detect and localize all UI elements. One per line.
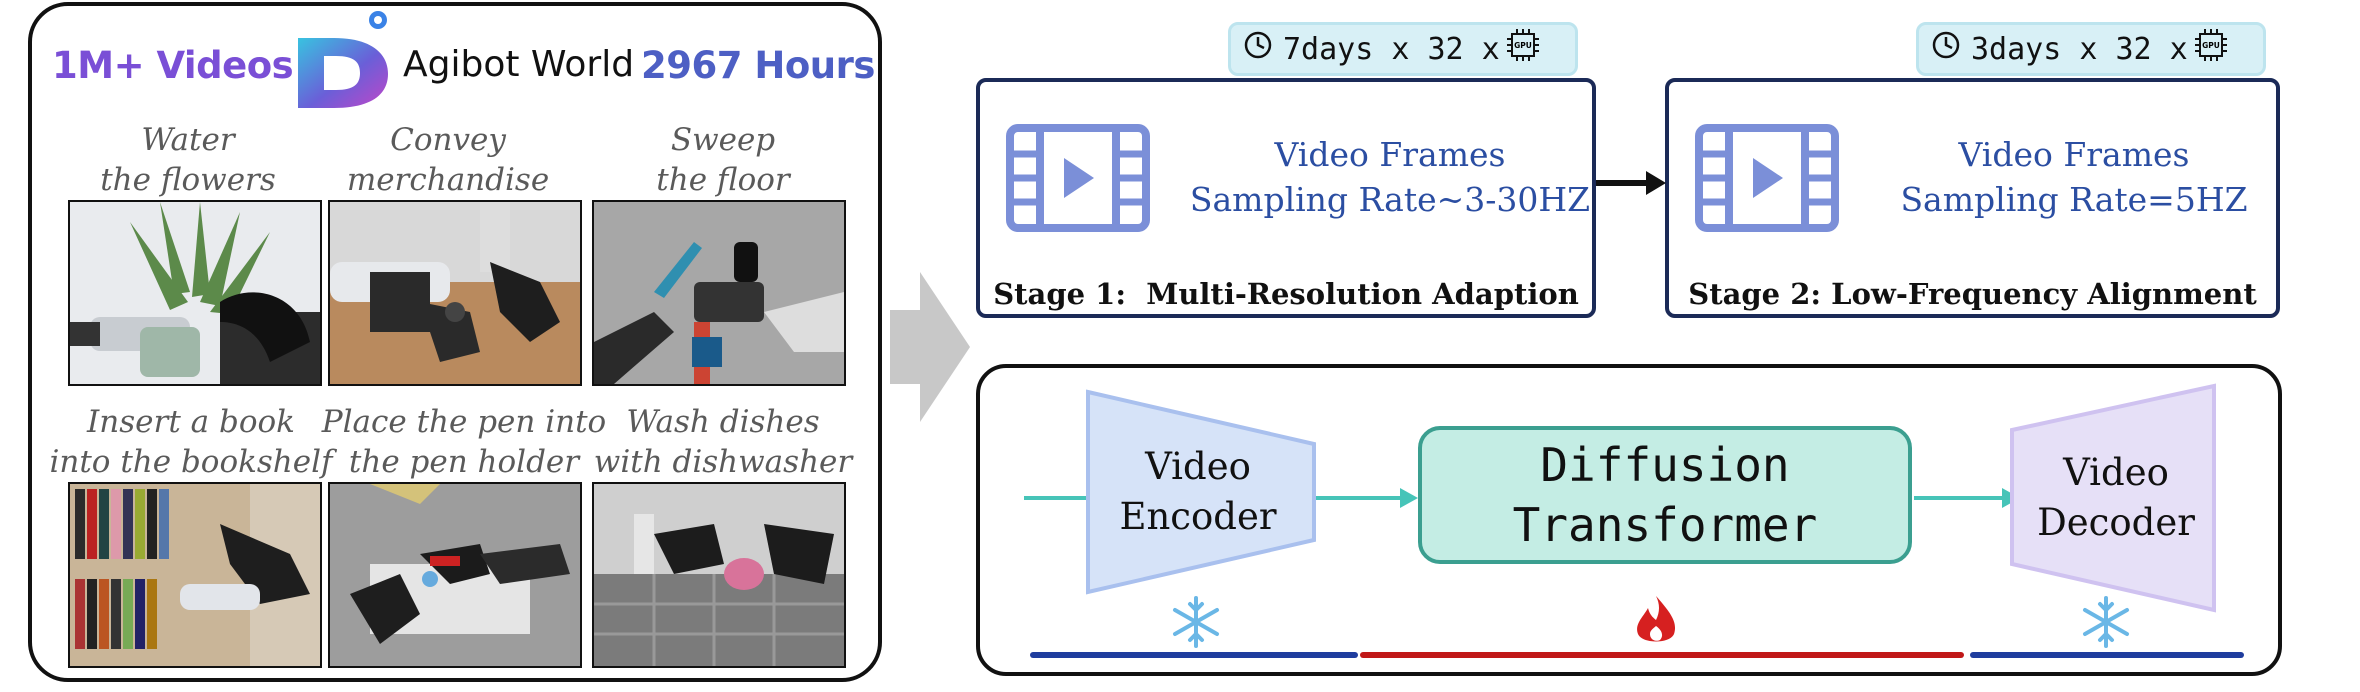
brand-name: Agibot World xyxy=(403,44,635,85)
video-frames-icon xyxy=(1006,124,1150,236)
stage-2-title: Stage 2: Low-Frequency Alignment xyxy=(1688,277,2257,311)
frozen-decoder-bar xyxy=(1970,652,2244,658)
hours-count-label: 2967 Hours xyxy=(641,44,875,87)
task-caption: Insert a book into the bookshelf xyxy=(49,404,333,480)
task-caption: Sweep the floor xyxy=(656,122,790,198)
pipeline-graphics xyxy=(1024,383,2216,648)
stage-transition-arrow xyxy=(1596,168,1668,202)
frozen-encoder-bar xyxy=(1030,652,1358,658)
clock-icon xyxy=(1243,30,1273,68)
task-image-convey-merchandise xyxy=(328,200,582,386)
gpu-chip-label: GPU xyxy=(1514,41,1532,50)
gpu-chip-icon: GPU xyxy=(1506,28,1540,70)
trainable-dit-bar xyxy=(1360,652,1964,658)
agibot-logo-icon xyxy=(294,8,404,112)
stage-2-compute-tag: 3days x 32 x GPU xyxy=(1916,22,2266,76)
task-caption: Place the pen into the pen holder xyxy=(321,404,607,480)
clock-icon xyxy=(1931,30,1961,68)
snowflake-icon xyxy=(1173,596,1219,648)
video-encoder-label: Video Encoder xyxy=(1119,445,1277,538)
task-image-place-pen xyxy=(328,482,582,668)
snowflake-icon xyxy=(2083,596,2129,648)
diffusion-transformer-block: Diffusion Transformer xyxy=(1418,426,1912,564)
video-frames-icon xyxy=(1695,124,1839,236)
task-image-insert-book xyxy=(68,482,322,668)
video-encoder-block xyxy=(1086,389,1316,595)
diffusion-transformer-label: Diffusion Transformer xyxy=(1512,438,1818,552)
dataset-panel xyxy=(28,2,882,682)
gpu-chip-label: GPU xyxy=(2202,41,2220,50)
stage-2-box: Video Frames Sampling Rate=5HZ Stage 2: … xyxy=(1665,78,2280,318)
flame-icon xyxy=(1637,596,1676,642)
task-caption: Water the flowers xyxy=(100,122,276,198)
stage-1-box: Video Frames Sampling Rate~3-30HZ Stage … xyxy=(976,78,1596,318)
video-decoder-label: Video Decoder xyxy=(2037,451,2195,544)
transition-arrow xyxy=(890,272,970,426)
stage-1-compute-tag: 7days x 32 x GPU xyxy=(1228,22,1578,76)
task-caption: Convey merchandise xyxy=(346,122,550,198)
stage-1-title: Stage 1: Multi-Resolution Adaption xyxy=(993,277,1579,311)
stage-1-description: Video Frames Sampling Rate~3-30HZ xyxy=(1189,135,1591,219)
task-caption: Wash dishes with dishwasher xyxy=(593,404,853,480)
videos-count-label: 1M+ Videos xyxy=(52,44,294,87)
gpu-chip-icon: GPU xyxy=(2194,28,2228,70)
stage-1-compute-text: 7days x 32 x xyxy=(1283,31,1500,67)
stage-2-description: Video Frames Sampling Rate=5HZ xyxy=(1900,135,2248,219)
task-image-wash-dishes xyxy=(592,482,846,668)
model-pipeline-panel xyxy=(976,364,2282,676)
video-decoder-block xyxy=(2010,383,2216,613)
task-image-sweep-floor xyxy=(592,200,846,386)
stage-2-compute-text: 3days x 32 x xyxy=(1971,31,2188,67)
task-image-water-flowers xyxy=(68,200,322,386)
